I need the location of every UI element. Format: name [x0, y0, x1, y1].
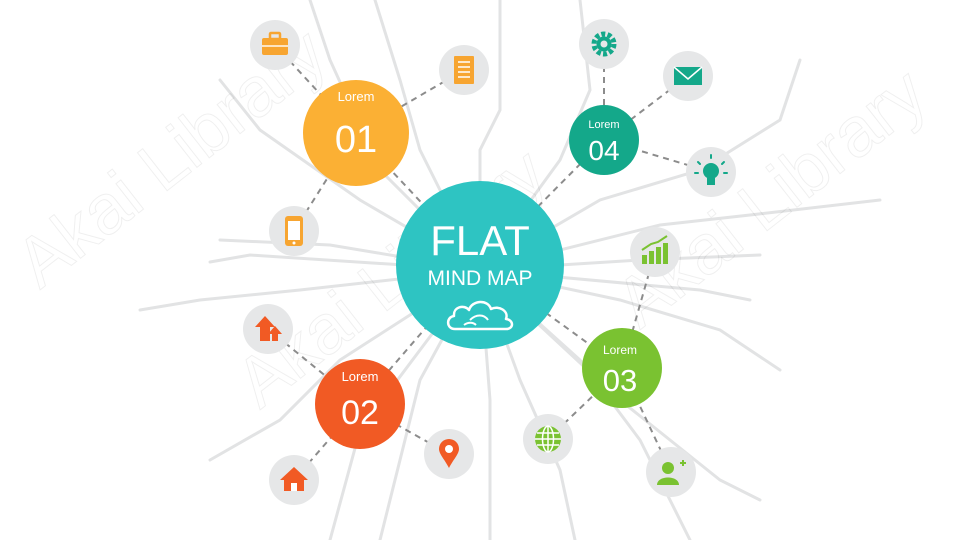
- node-03: Lorem 03: [582, 328, 662, 408]
- briefcase-icon: [250, 20, 300, 70]
- arrows-up-icon: [243, 304, 293, 354]
- svg-text:Akai Library: Akai Library: [601, 53, 940, 342]
- cloud-icon: [446, 300, 514, 331]
- lightbulb-icon: [686, 147, 736, 197]
- center-node: FLAT MIND MAP: [396, 181, 564, 349]
- node-04-label: Lorem: [588, 119, 619, 131]
- home-icon: [269, 455, 319, 505]
- bar-chart-icon: [630, 227, 680, 277]
- node-03-label: Lorem: [603, 343, 637, 357]
- center-subtitle: MIND MAP: [428, 267, 533, 290]
- node-04-number: 04: [588, 135, 619, 166]
- center-title: FLAT: [430, 217, 530, 264]
- node-02-number: 02: [341, 394, 379, 432]
- node-01-number: 01: [335, 119, 377, 161]
- map-pin-icon: [424, 429, 474, 479]
- envelope-icon: [663, 51, 713, 101]
- icon-bubbles: [243, 19, 736, 505]
- smartphone-icon: [269, 206, 319, 256]
- gear-icon: [579, 19, 629, 69]
- node-04: Lorem 04: [569, 105, 639, 175]
- user-add-icon: [646, 447, 696, 497]
- node-03-number: 03: [603, 363, 637, 398]
- node-01-label: Lorem: [338, 89, 375, 104]
- globe-icon: [523, 414, 573, 464]
- node-01: Lorem 01: [303, 80, 409, 186]
- node-02-label: Lorem: [342, 369, 379, 384]
- node-02: Lorem 02: [315, 359, 405, 449]
- document-icon: [439, 45, 489, 95]
